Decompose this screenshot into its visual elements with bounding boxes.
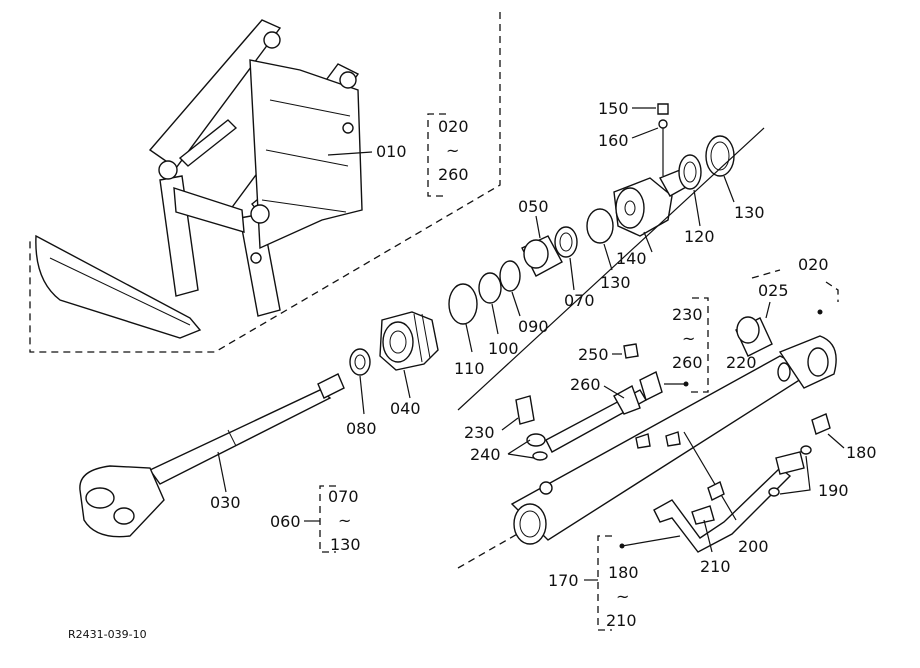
label-080: 080 <box>346 419 377 438</box>
cylinder-rod <box>79 373 345 538</box>
o-rings-190 <box>768 445 812 497</box>
label-130-c: 130 <box>330 535 361 554</box>
label-040: 040 <box>390 399 421 418</box>
loader-frame-drawing <box>29 12 501 353</box>
label-090: 090 <box>518 317 549 336</box>
ring-100 <box>478 272 502 335</box>
label-230-a: 230 <box>672 305 703 324</box>
label-030: 030 <box>210 493 241 512</box>
gland-040 <box>379 311 439 399</box>
label-180-b: 180 <box>608 563 639 582</box>
mount-bracket <box>249 59 363 250</box>
label-070-a: 070 <box>564 291 595 310</box>
label-210-a: 210 <box>700 557 731 576</box>
ring-120 <box>678 154 702 227</box>
label-060: 060 <box>270 512 301 531</box>
piston-140 <box>613 169 689 253</box>
label-050: 050 <box>518 197 549 216</box>
label-160: 160 <box>598 131 629 150</box>
label-220: 220 <box>726 353 757 372</box>
label-070-b: 070 <box>328 487 359 506</box>
label-025: 025 <box>758 281 789 300</box>
bolt-230 <box>501 395 535 431</box>
label-110: 110 <box>454 359 485 378</box>
label-020-b: 020 <box>798 255 829 274</box>
label-260-c: 260 <box>570 375 601 394</box>
label-240: 240 <box>470 445 501 464</box>
screw-150 <box>632 103 669 115</box>
label-tilde-a: ~ <box>446 141 459 160</box>
label-260-b: 260 <box>672 353 703 372</box>
label-140: 140 <box>616 249 647 268</box>
bolt-250 <box>612 343 639 359</box>
label-230-b: 230 <box>464 423 495 442</box>
rod-eye <box>79 465 165 538</box>
frame-boundary <box>29 12 501 353</box>
label-tilde-d: ~ <box>616 587 629 606</box>
label-180-a: 180 <box>846 443 877 462</box>
pipe-260 <box>545 371 689 453</box>
bush-050 <box>521 215 563 277</box>
o-ring-110 <box>448 283 478 353</box>
label-210-b: 210 <box>606 611 637 630</box>
label-tilde-c: ~ <box>682 329 695 348</box>
label-130-a: 130 <box>734 203 765 222</box>
rod-body <box>148 389 332 485</box>
label-130-b: 130 <box>600 273 631 292</box>
bush-025 <box>735 301 773 357</box>
label-260-top: 260 <box>438 165 469 184</box>
reference-code: R2431-039-10 <box>68 628 147 641</box>
cylinder-tube <box>510 309 837 545</box>
ring-070 <box>554 226 578 291</box>
label-100: 100 <box>488 339 519 358</box>
bucket <box>35 234 202 339</box>
fittings <box>635 431 681 449</box>
label-190: 190 <box>818 481 849 500</box>
pipe-170 <box>619 431 792 553</box>
label-120: 120 <box>684 227 715 246</box>
ball-160 <box>631 119 668 176</box>
seal-240 <box>507 433 548 461</box>
label-020-top: 020 <box>438 117 469 136</box>
cross-tube <box>173 187 245 233</box>
label-170: 170 <box>548 571 579 590</box>
label-tilde-b: ~ <box>338 511 351 530</box>
label-250: 250 <box>578 345 609 364</box>
fitting-180 <box>811 413 845 449</box>
seal-080 <box>349 348 371 415</box>
ring-090 <box>499 260 521 317</box>
label-150: 150 <box>598 99 629 118</box>
label-200: 200 <box>738 537 769 556</box>
ring-130-mid <box>586 208 614 271</box>
label-010: 010 <box>376 142 407 161</box>
